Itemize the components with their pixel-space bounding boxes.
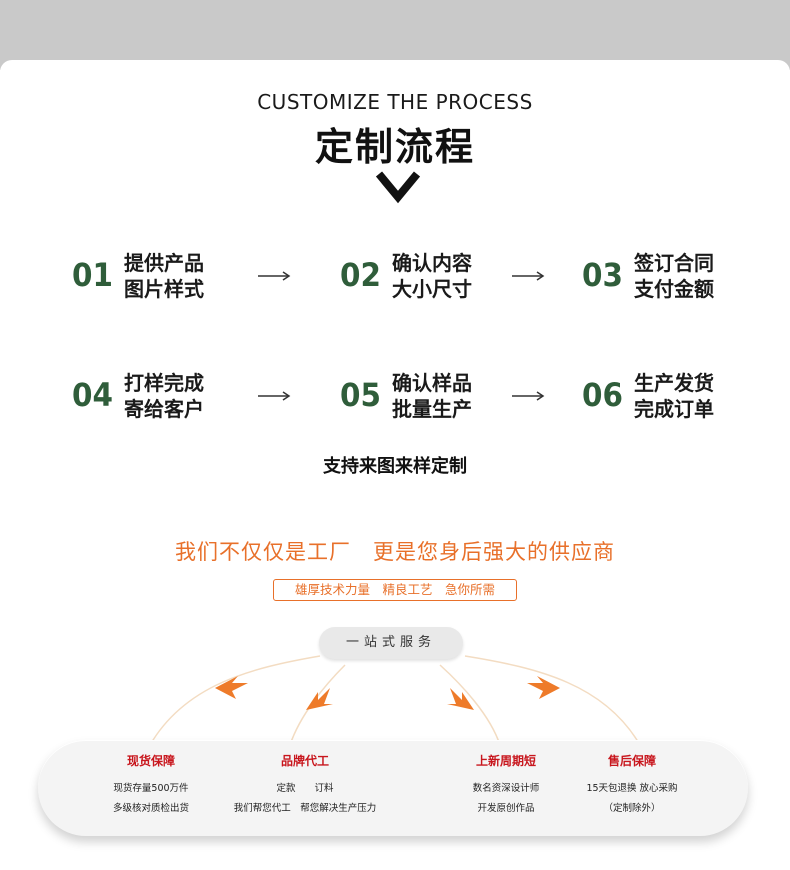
step-label: 确认内容 大小尺寸: [392, 250, 502, 302]
step-label-line2: 图片样式: [124, 277, 204, 301]
orange-arrow-icon: [447, 688, 474, 710]
step-label-line1: 生产发货: [634, 371, 714, 395]
arrow-right-icon: [512, 391, 545, 401]
arrow-right-icon: [512, 271, 545, 281]
feature-title: 现货保障: [126, 754, 175, 768]
feature-title: 上新周期短: [475, 754, 536, 768]
feature-title: 品牌代工: [280, 754, 329, 768]
feature-short-cycle: 上新周期短 数名资深设计师 开发原创作品: [448, 752, 564, 819]
step-label-line2: 大小尺寸: [392, 277, 472, 301]
step-number: 02: [340, 256, 381, 294]
process-card: [0, 60, 790, 500]
feature-line: 多级核对质检出货: [112, 803, 189, 814]
feature-line: 我们帮您代工 帮您解决生产压力: [233, 803, 377, 814]
english-title: CUSTOMIZE THE PROCESS: [257, 90, 533, 114]
top-gray-band: [0, 0, 790, 70]
arrow-right-icon: [258, 271, 291, 281]
orange-arrow-icon: [527, 676, 560, 699]
chevron-down-icon: [375, 171, 421, 204]
step-label-line1: 签订合同: [634, 251, 714, 275]
feature-line: （定制除外）: [603, 803, 661, 814]
step-number: 03: [582, 256, 623, 294]
feature-line: 开发原创作品: [477, 803, 535, 814]
step-label: 提供产品 图片样式: [124, 250, 234, 302]
step-number: 04: [72, 376, 113, 414]
step-label-line1: 提供产品: [124, 251, 204, 275]
step-label-line1: 确认样品: [392, 371, 472, 395]
step-label: 打样完成 寄给客户: [124, 370, 234, 422]
step-number: 01: [72, 256, 113, 294]
slogan-subline: 雄厚技术力量 精良工艺 急你所需: [273, 579, 517, 601]
step-label: 确认样品 批量生产: [392, 370, 502, 422]
step-label-line2: 支付金额: [634, 277, 714, 301]
step-label-line1: 确认内容: [392, 251, 472, 275]
feature-brand-oem: 品牌代工 定款 订料 我们帮您代工 帮您解决生产压力: [220, 752, 390, 819]
step-label-line1: 打样完成: [124, 371, 204, 395]
step-label: 签订合同 支付金额: [634, 250, 744, 302]
step-number: 05: [340, 376, 381, 414]
step-label-line2: 批量生产: [392, 397, 472, 421]
step-number: 06: [582, 376, 623, 414]
feature-title: 售后保障: [607, 754, 656, 768]
custom-support-text: 支持来图来样定制: [323, 456, 467, 477]
feature-line: 现货存量500万件: [113, 783, 189, 794]
chinese-title: 定制流程: [314, 125, 475, 169]
step-label: 生产发货 完成订单: [634, 370, 744, 422]
feature-line: 定款 订料: [276, 783, 334, 794]
orange-arrow-icon: [215, 676, 248, 699]
step-label-line2: 完成订单: [634, 397, 714, 421]
service-connector-curves: [149, 655, 641, 746]
feature-after-sales: 售后保障 15天包退换 放心采购 （定制除外）: [572, 752, 692, 819]
feature-line: 数名资深设计师: [472, 783, 540, 794]
arrow-right-icon: [258, 391, 291, 401]
features-panel: [38, 740, 748, 836]
feature-line: 15天包退换 放心采购: [586, 783, 678, 794]
orange-arrow-icon: [306, 688, 333, 710]
feature-stock-guarantee: 现货保障 现货存量500万件 多级核对质检出货: [96, 752, 206, 819]
slogan-headline: 我们不仅仅是工厂 更是您身后强大的供应商: [175, 540, 615, 564]
step-label-line2: 寄给客户: [124, 397, 204, 421]
one-stop-service-pill: 一站式服务: [319, 627, 463, 659]
